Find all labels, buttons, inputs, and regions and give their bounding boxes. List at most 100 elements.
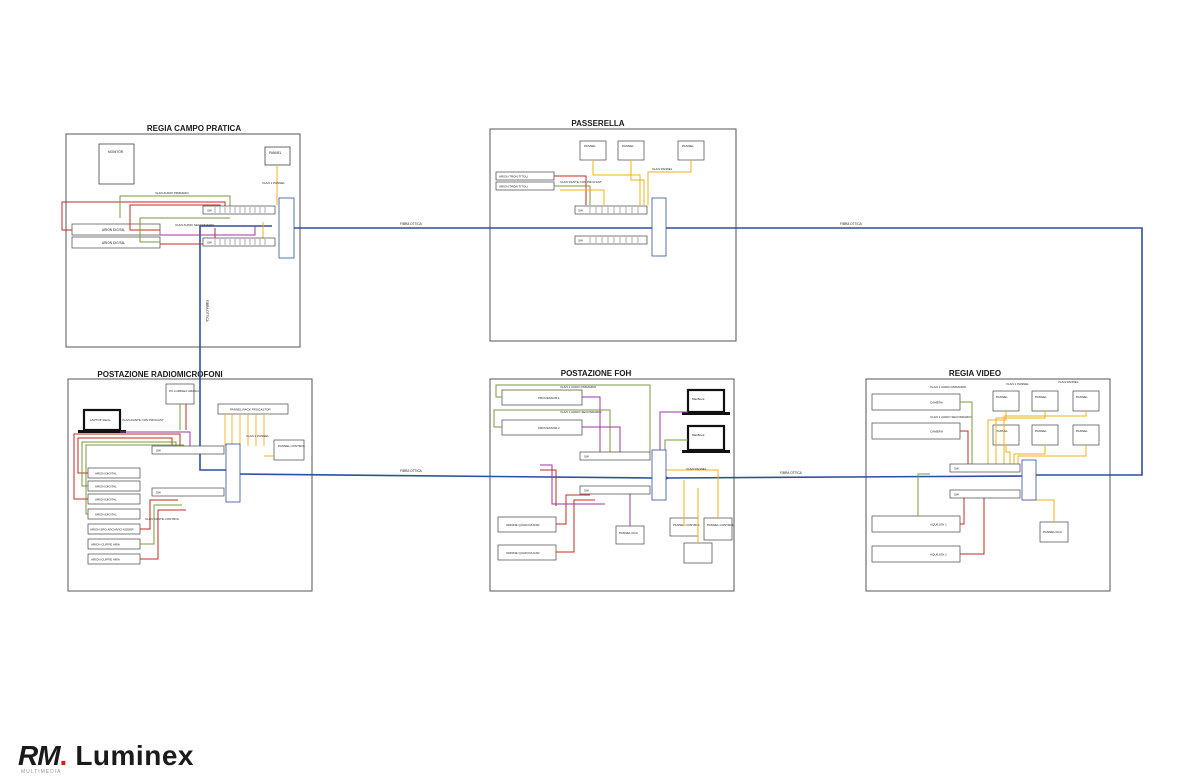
campo-vlan-1: VLAN AUDIO PRIMARIO: [155, 191, 189, 195]
campo-switch-2-label: SW: [207, 241, 212, 245]
monitor-box: [98, 143, 135, 185]
campo-vlan-3: VLAN 1 PANNEL: [262, 181, 285, 185]
foh-contents: PROCESSOR 1 PROCESSOR 2 MacBook MacBook …: [493, 384, 735, 564]
foh-panel-1-label: PANNEL RCA: [619, 531, 638, 535]
video-switch-1: [949, 463, 1021, 473]
room-title-radiomicrofoni: POSTAZIONE RADIOMICROFONI: [97, 370, 222, 379]
room-title-foh: POSTAZIONE FOH: [561, 369, 632, 378]
radio-device-6-label: ARION CUFFIE ARIA: [91, 543, 120, 547]
foh-switch-2-label: SW: [584, 489, 589, 493]
passerella-device-1-label: ARION TRON TITOLI: [499, 175, 528, 179]
radio-switch-1-label: SW: [156, 449, 161, 453]
trunk-links: [199, 223, 1143, 483]
video-switch-2-label: SW: [954, 493, 959, 497]
video-contents: CAMERA CAMERA AQUILION 1 AQUILION 2 PANN…: [871, 380, 1100, 563]
passerella-switch-2: [574, 235, 648, 245]
room-title-passerella: PASSERELLA: [571, 119, 624, 128]
video-camera-2-label: CAMERA: [930, 430, 943, 434]
radio-panel-box: [273, 439, 305, 461]
laptop-base: [78, 430, 126, 433]
radio-laptop-label: LAPTOP Dante: [90, 418, 111, 422]
foh-fiber-patch: [651, 449, 667, 501]
room-postazione-radiomicrofoni: POSTAZIONE RADIOMICROFONI: [67, 370, 313, 592]
passerella-contents: PANNEL PANNEL PANNEL ARION TRON TITOLI A…: [495, 140, 705, 257]
foh-panel-1: [615, 525, 645, 545]
room-title-campo-pratica: REGIA CAMPO PRATICA: [147, 124, 241, 133]
room-passerella: PASSERELLA: [489, 119, 737, 342]
video-panel-5-label: PANNEL: [1035, 429, 1047, 433]
foh-panel-3-label: PANNEL CONTROL: [707, 523, 735, 527]
monitor-label: MONITOR: [108, 150, 124, 154]
brand-dot: .: [59, 740, 68, 771]
video-panel-4-label: PANNEL: [996, 429, 1008, 433]
passerella-vlan-1: VLAN PANNEL: [652, 167, 673, 171]
label-link-campo-passerella: FIBRA OTTICA: [400, 222, 423, 226]
video-panel-3-label: PANNEL: [1076, 395, 1088, 399]
video-fiber-patch: [1021, 459, 1037, 501]
radio-pc-label: PC LUMINEX ARAGO: [169, 389, 200, 393]
passerella-vlan-2: VLAN DANTE CON PROCAST: [560, 180, 602, 184]
foh-device-3-label: ORDINE QUAM DA DAR: [506, 523, 540, 527]
video-side-panel-label: PANNEL RCA: [1043, 530, 1062, 534]
link-radio-foh: [227, 469, 653, 479]
passerella-panel-3-label: PANNEL: [682, 144, 694, 148]
video-camera-2: [871, 422, 961, 440]
campo-device-2-label: ARION DIGITAL: [102, 241, 125, 245]
campo-switch-2: [202, 237, 276, 247]
video-vlan-1: VLAN 1 AUDIO PRIMARIO: [930, 385, 967, 389]
foh-switch-1-label: SW: [584, 455, 589, 459]
passerella-panel-2-label: PANNEL: [622, 144, 634, 148]
campo-fiber-patch: [278, 197, 295, 259]
video-aquilion-1-label: AQUILION 1: [930, 523, 947, 527]
radio-switch-1: [151, 445, 225, 455]
campo-device-1-label: ARION DIGITAL: [102, 228, 125, 232]
radio-rack-box: [217, 403, 289, 415]
room-regia-video: REGIA VIDEO: [865, 369, 1111, 592]
foh-vlan-3: VLAN PANNEL: [686, 467, 707, 471]
campo-vlan-2: VLAN AUDIO SECONDARIO: [175, 223, 215, 227]
foh-switch-1: [579, 451, 651, 461]
radio-device-7-label: ARION CUFFIE ARIA: [91, 558, 120, 562]
foh-panel-3: [703, 517, 733, 541]
campo-switch-1-label: SW: [207, 209, 212, 213]
radio-rack-label: PANNEL RACK PROCASTOR: [230, 408, 271, 412]
radio-panel-label: PANNEL CONTROL: [278, 444, 306, 448]
radio-vlan-1: VLAN DANTE CON PROCAST: [122, 418, 164, 422]
video-camera-1: [871, 393, 961, 411]
foh-processor-2-label: PROCESSOR 2: [538, 426, 560, 430]
room-postazione-foh: POSTAZIONE FOH: [489, 369, 735, 592]
foh-processor-1-label: PROCESSOR 1: [538, 396, 560, 400]
passerella-panel-1-label: PANNEL: [584, 144, 596, 148]
label-link-campo-radio: FIBRA OTTICA: [205, 300, 209, 323]
radio-fiber-patch: [225, 443, 241, 503]
foh-device-4-label: ORDINE QUAM DA DAR: [506, 551, 540, 555]
trunk-labels: FIBRA OTTICA FIBRA OTTICA FIBRA OTTICA F…: [205, 222, 863, 475]
video-panel-6-label: PANNEL: [1076, 429, 1088, 433]
brand-logo: RM. Luminex: [18, 738, 194, 774]
passerella-switch-1-label: SW: [578, 209, 583, 213]
foh-panel-4: [683, 542, 713, 564]
video-vlan-4: VLAN 1 AUDIO SECONDARIO: [930, 415, 972, 419]
label-link-radio-foh: FIBRA OTTICA: [400, 469, 423, 473]
passerella-switch-2-label: SW: [578, 239, 583, 243]
room-title-regia-video: REGIA VIDEO: [949, 369, 1001, 378]
radio-contents: PC LUMINEX ARAGO LAPTOP Dante PANNEL RAC…: [73, 383, 306, 565]
radio-pc-box: [165, 383, 195, 405]
foh-laptop-2-label: MacBook: [692, 433, 705, 437]
passerella-switch-1: [574, 205, 648, 215]
brand-name: Luminex: [75, 740, 194, 771]
campo-contents: MONITOR PANNEL ARION DIGITAL ARION DIGIT…: [61, 143, 295, 259]
video-switch-1-label: SW: [954, 467, 959, 471]
laptop-icon: [686, 388, 726, 414]
foh-switch-2: [579, 485, 651, 495]
foh-vlan-1: VLAN 1 AUDIO PRIMARIO: [560, 385, 597, 389]
radio-device-2-label: ARION DIGITAL: [95, 485, 117, 489]
radio-device-list: ARION DIGITAL ARION DIGITAL ARION DIGITA…: [87, 467, 141, 565]
laptop-icon: [686, 424, 726, 452]
brand-rm: RM: [18, 740, 61, 771]
room-regia-campo-pratica: REGIA CAMPO PRATICA: [65, 124, 301, 348]
video-panel-1-label: PANNEL: [996, 395, 1008, 399]
video-panel-grid: PANNEL PANNEL PANNEL PANNEL PANNEL PANNE…: [992, 390, 1100, 446]
link-passerella-video: [662, 227, 1143, 476]
